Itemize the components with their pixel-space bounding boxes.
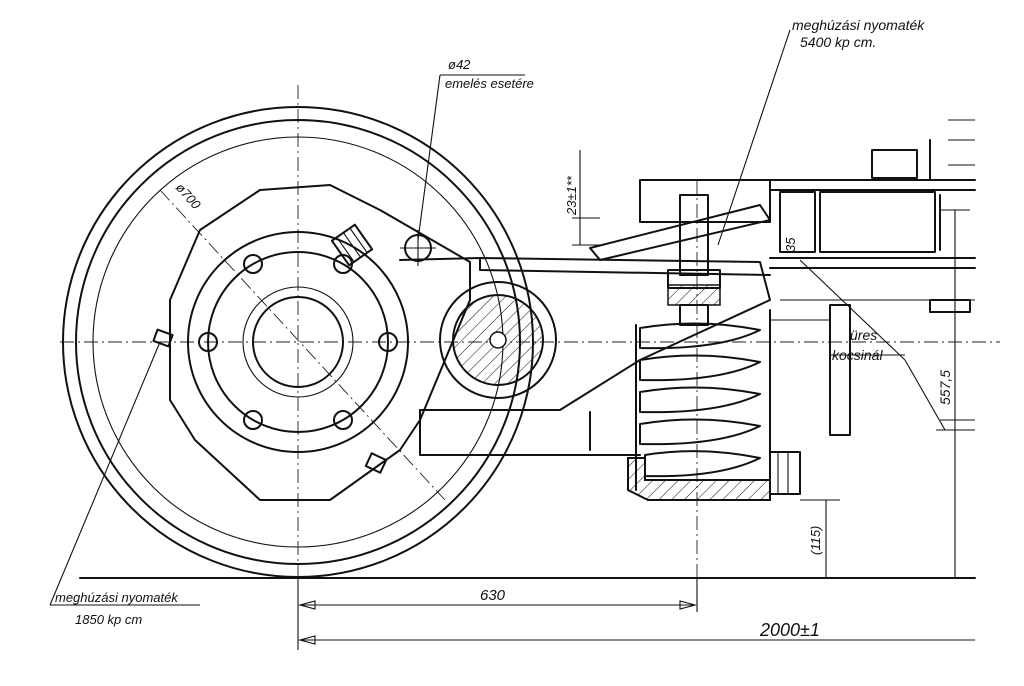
gap-35-label: 35 xyxy=(783,237,798,252)
grease-nipple xyxy=(330,223,374,267)
torque-bottom-label-line1: meghúzási nyomaték xyxy=(55,590,179,605)
coil-spring xyxy=(635,309,771,491)
axle-box xyxy=(169,184,471,501)
diagonal-centerline xyxy=(159,189,446,501)
torque-top-label-line1: meghúzási nyomaték xyxy=(792,17,925,33)
spring-bolt xyxy=(589,194,771,326)
small-lug-left xyxy=(152,328,174,348)
torque-bottom-label-line2: 1850 kp cm xyxy=(75,612,142,627)
hole-purpose-label: emelés esetére xyxy=(445,76,534,91)
torque-top-label-line2: 5400 kp cm. xyxy=(800,34,876,50)
height-115-label: (115) xyxy=(808,526,823,555)
small-lug-bottom xyxy=(364,452,388,474)
spring-seat xyxy=(627,451,801,501)
hole-diameter-label: ø42 xyxy=(448,57,471,72)
leader-lines xyxy=(49,29,946,606)
wheel-diameter-label: ø700 xyxy=(173,180,204,213)
height-557-label: 557,5 xyxy=(937,370,953,405)
swing-arm xyxy=(399,257,771,456)
dimension-630-label: 630 xyxy=(480,587,506,604)
bogie-frame xyxy=(639,119,976,436)
empty-car-label-line1: üres xyxy=(850,327,877,343)
bolt-holes xyxy=(198,254,398,430)
clearance-label: 23±1** xyxy=(564,175,579,216)
pivot-pin xyxy=(439,281,557,399)
dimension-lines xyxy=(297,150,975,650)
dimension-2000-label: 2000±1 xyxy=(759,620,820,640)
empty-car-label-line2: kocsinál xyxy=(832,347,883,363)
